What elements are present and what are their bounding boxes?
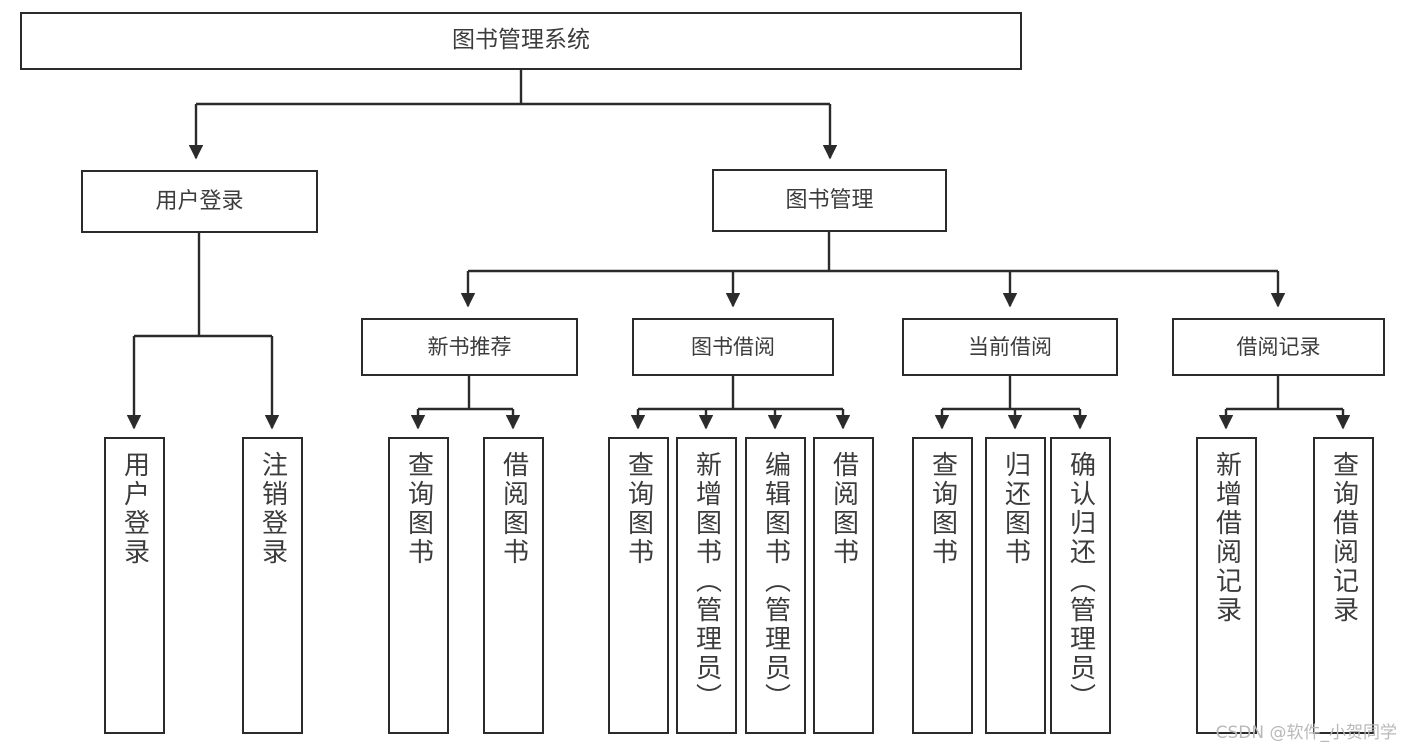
node-leaf-query-book-1-label: 查询图书 <box>403 451 434 567</box>
node-book-management-label: 图书管理 <box>785 187 874 213</box>
node-leaf-user-login-label: 用户登录 <box>119 451 150 567</box>
node-leaf-user-login[interactable]: 用户登录 <box>104 437 165 734</box>
node-leaf-edit-book-label: 编辑图书（管理员） <box>760 451 791 712</box>
node-leaf-return-book[interactable]: 归还图书 <box>985 437 1046 734</box>
csdn-watermark: CSDN @软件_小贺同学 <box>1215 723 1397 743</box>
node-leaf-add-record-label: 新增借阅记录 <box>1211 451 1242 625</box>
node-leaf-query-record[interactable]: 查询借阅记录 <box>1313 437 1374 734</box>
node-leaf-query-book-3-label: 查询图书 <box>927 451 958 567</box>
node-leaf-confirm-return-label: 确认归还（管理员） <box>1065 451 1096 712</box>
node-leaf-query-record-label: 查询借阅记录 <box>1328 451 1359 625</box>
node-leaf-logout[interactable]: 注销登录 <box>242 437 303 734</box>
node-leaf-borrow-book-1[interactable]: 借阅图书 <box>483 437 544 734</box>
node-leaf-add-book[interactable]: 新增图书（管理员） <box>676 437 737 734</box>
node-leaf-borrow-book-1-label: 借阅图书 <box>498 451 529 567</box>
node-book-borrow-label: 图书借阅 <box>691 334 775 359</box>
node-user-login[interactable]: 用户登录 <box>81 170 318 233</box>
node-new-book-recommend-label: 新书推荐 <box>427 334 512 359</box>
node-leaf-add-book-label: 新增图书（管理员） <box>691 451 722 712</box>
node-root-label: 图书管理系统 <box>452 27 590 54</box>
node-user-login-label: 用户登录 <box>155 188 244 214</box>
node-borrow-record[interactable]: 借阅记录 <box>1172 318 1385 376</box>
node-leaf-logout-label: 注销登录 <box>257 451 288 567</box>
node-current-borrow[interactable]: 当前借阅 <box>902 318 1118 376</box>
node-leaf-return-book-label: 归还图书 <box>1000 451 1031 567</box>
node-leaf-add-record[interactable]: 新增借阅记录 <box>1196 437 1257 734</box>
node-new-book-recommend[interactable]: 新书推荐 <box>361 318 578 376</box>
node-book-borrow[interactable]: 图书借阅 <box>632 318 834 376</box>
node-leaf-borrow-book-2[interactable]: 借阅图书 <box>813 437 874 734</box>
node-leaf-confirm-return[interactable]: 确认归还（管理员） <box>1050 437 1111 734</box>
node-root[interactable]: 图书管理系统 <box>20 12 1022 70</box>
node-current-borrow-label: 当前借阅 <box>968 334 1052 359</box>
node-leaf-query-book-3[interactable]: 查询图书 <box>912 437 973 734</box>
node-borrow-record-label: 借阅记录 <box>1236 334 1321 359</box>
node-leaf-edit-book[interactable]: 编辑图书（管理员） <box>745 437 806 734</box>
node-book-management[interactable]: 图书管理 <box>712 169 947 232</box>
node-leaf-query-book-2-label: 查询图书 <box>623 451 654 567</box>
node-leaf-query-book-2[interactable]: 查询图书 <box>608 437 669 734</box>
node-leaf-borrow-book-2-label: 借阅图书 <box>828 451 859 567</box>
node-leaf-query-book-1[interactable]: 查询图书 <box>388 437 449 734</box>
